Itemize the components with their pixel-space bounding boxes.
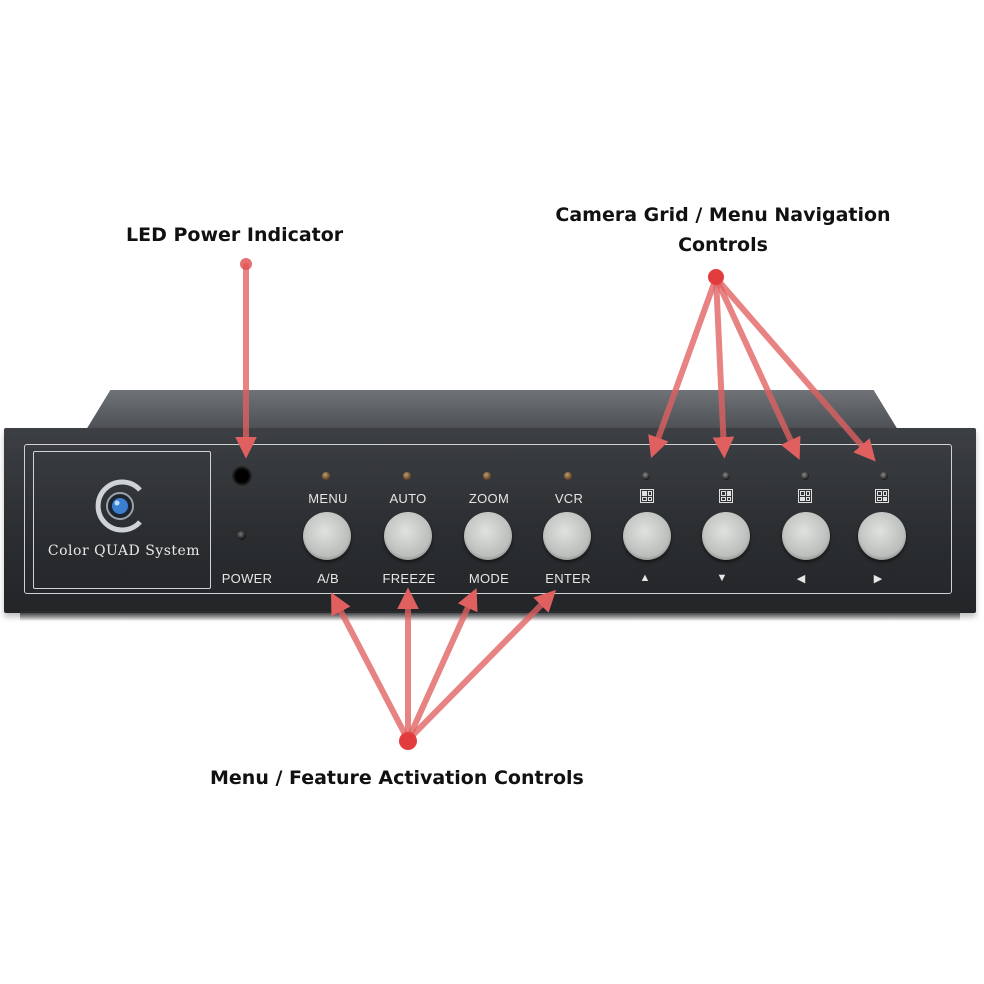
camera-grid-callout-line1: Camera Grid / Menu Navigation — [555, 204, 891, 226]
nav-down-label: ▼ — [716, 572, 728, 584]
arrow-zoom-mode — [405, 588, 478, 743]
power-status-led — [237, 531, 246, 540]
quad-grid-icon — [719, 489, 733, 503]
logo-text: Color QUAD System — [47, 543, 201, 559]
nav-left-button[interactable] — [782, 512, 830, 560]
enter-label: ENTER — [545, 571, 591, 586]
auto-label: AUTO — [389, 491, 427, 506]
nav-left-label: ◀ — [796, 573, 806, 585]
camera-grid-callout-line2: Controls — [678, 234, 768, 256]
nav-up-led — [642, 472, 650, 480]
vcr-led — [564, 472, 572, 480]
freeze-label: FREEZE — [382, 571, 436, 586]
arrow-vcr-enter — [405, 589, 557, 743]
mode-label: MODE — [468, 571, 510, 586]
menu-led — [322, 472, 330, 480]
nav-left-led — [801, 472, 809, 480]
nav-down-led — [722, 472, 730, 480]
nav-down-button[interactable] — [702, 512, 750, 560]
quad-grid-icon — [798, 489, 812, 503]
nav-right-led — [880, 472, 888, 480]
callout-dot-nav — [708, 269, 724, 285]
arrow-menu-ab — [331, 592, 411, 743]
nav-right-button[interactable] — [858, 512, 906, 560]
zoom-button[interactable] — [464, 512, 512, 560]
auto-led — [403, 472, 411, 480]
device-top-surface — [86, 390, 898, 430]
quad-grid-icon — [875, 489, 889, 503]
device-shadow — [20, 611, 960, 621]
arrow-nav-up — [648, 275, 719, 459]
arrow-nav-right — [713, 275, 876, 462]
control-panel-border — [24, 444, 952, 594]
logo-box — [33, 451, 211, 589]
zoom-led — [483, 472, 491, 480]
menu-feature-callout: Menu / Feature Activation Controls — [210, 767, 584, 789]
camera-lens-logo-icon — [95, 479, 142, 533]
quad-grid-icon — [640, 489, 654, 503]
ab-label: A/B — [317, 571, 339, 586]
menu-label: MENU — [308, 491, 348, 506]
arrow-nav-down — [712, 275, 735, 459]
callout-dot-led — [240, 258, 252, 270]
power-label: POWER — [221, 571, 273, 586]
zoom-label: ZOOM — [468, 491, 510, 506]
callout-dot-feature — [399, 732, 417, 750]
nav-right-label: ▶ — [873, 573, 883, 585]
led-power-indicator-callout: LED Power Indicator — [126, 224, 344, 246]
vcr-label: VCR — [554, 491, 584, 506]
nav-up-button[interactable] — [623, 512, 671, 560]
menu-button[interactable] — [303, 512, 351, 560]
vcr-button[interactable] — [543, 512, 591, 560]
nav-up-label: ▲ — [639, 572, 651, 584]
camera-grid-callout: Camera Grid / Menu Navigation Controls — [540, 200, 906, 260]
arrow-nav-left — [713, 275, 801, 460]
power-led-indicator — [232, 466, 252, 486]
auto-button[interactable] — [384, 512, 432, 560]
